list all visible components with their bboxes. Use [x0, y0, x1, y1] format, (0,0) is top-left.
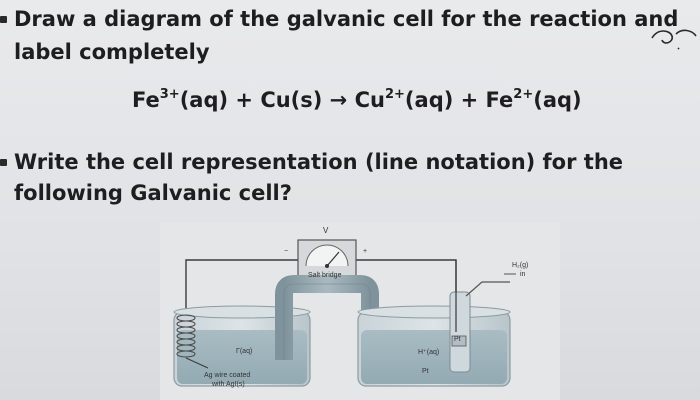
- equation-part: (aq): [533, 88, 582, 112]
- minus-terminal: −: [284, 248, 289, 255]
- equation-part: Fe: [132, 88, 160, 112]
- gas-inlet-label: H₂(g): [512, 262, 529, 269]
- bullet-1-marker: [0, 16, 7, 23]
- bullet-2-line-2: following Galvanic cell?: [14, 181, 292, 205]
- bullet-1-line-2: label completely: [14, 40, 210, 64]
- galvanic-cell-diagram: V − + Salt bridge H₂(g) in Γ(aq) H⁺(aq) …: [160, 222, 560, 400]
- equation-part: (aq) + Cu(s) → Cu: [179, 88, 385, 112]
- equation-charge: 2+: [384, 87, 405, 102]
- equation-charge: 3+: [159, 87, 180, 102]
- plus-terminal: +: [363, 248, 368, 255]
- bullet-2-line-1: Write the cell representation (line nota…: [14, 150, 624, 174]
- equation-charge: 2+: [513, 87, 534, 102]
- gas-inlet-label-2: in: [520, 271, 526, 278]
- reaction-equation: Fe3+(aq) + Cu(s) → Cu2+(aq) + Fe2+(aq): [132, 88, 582, 112]
- right-electrode-label: Pt: [422, 368, 429, 375]
- salt-bridge-label: Salt bridge: [308, 272, 342, 279]
- cell-illustration: [160, 222, 560, 400]
- left-electrode-label: Ag wire coated: [204, 372, 251, 379]
- right-solution-label: H⁺(aq): [418, 349, 440, 356]
- equation-part: (aq) + Fe: [404, 88, 514, 112]
- left-electrode-label-2: with AgI(s): [212, 381, 245, 388]
- bullet-2-marker: [0, 159, 7, 166]
- handwritten-scribble: [651, 29, 697, 50]
- voltmeter-label: V: [323, 226, 329, 235]
- right-box-label: Pt: [454, 336, 461, 343]
- left-solution-label: Γ(aq): [236, 348, 253, 355]
- bullet-1-line-1: Draw a diagram of the galvanic cell for …: [14, 7, 679, 31]
